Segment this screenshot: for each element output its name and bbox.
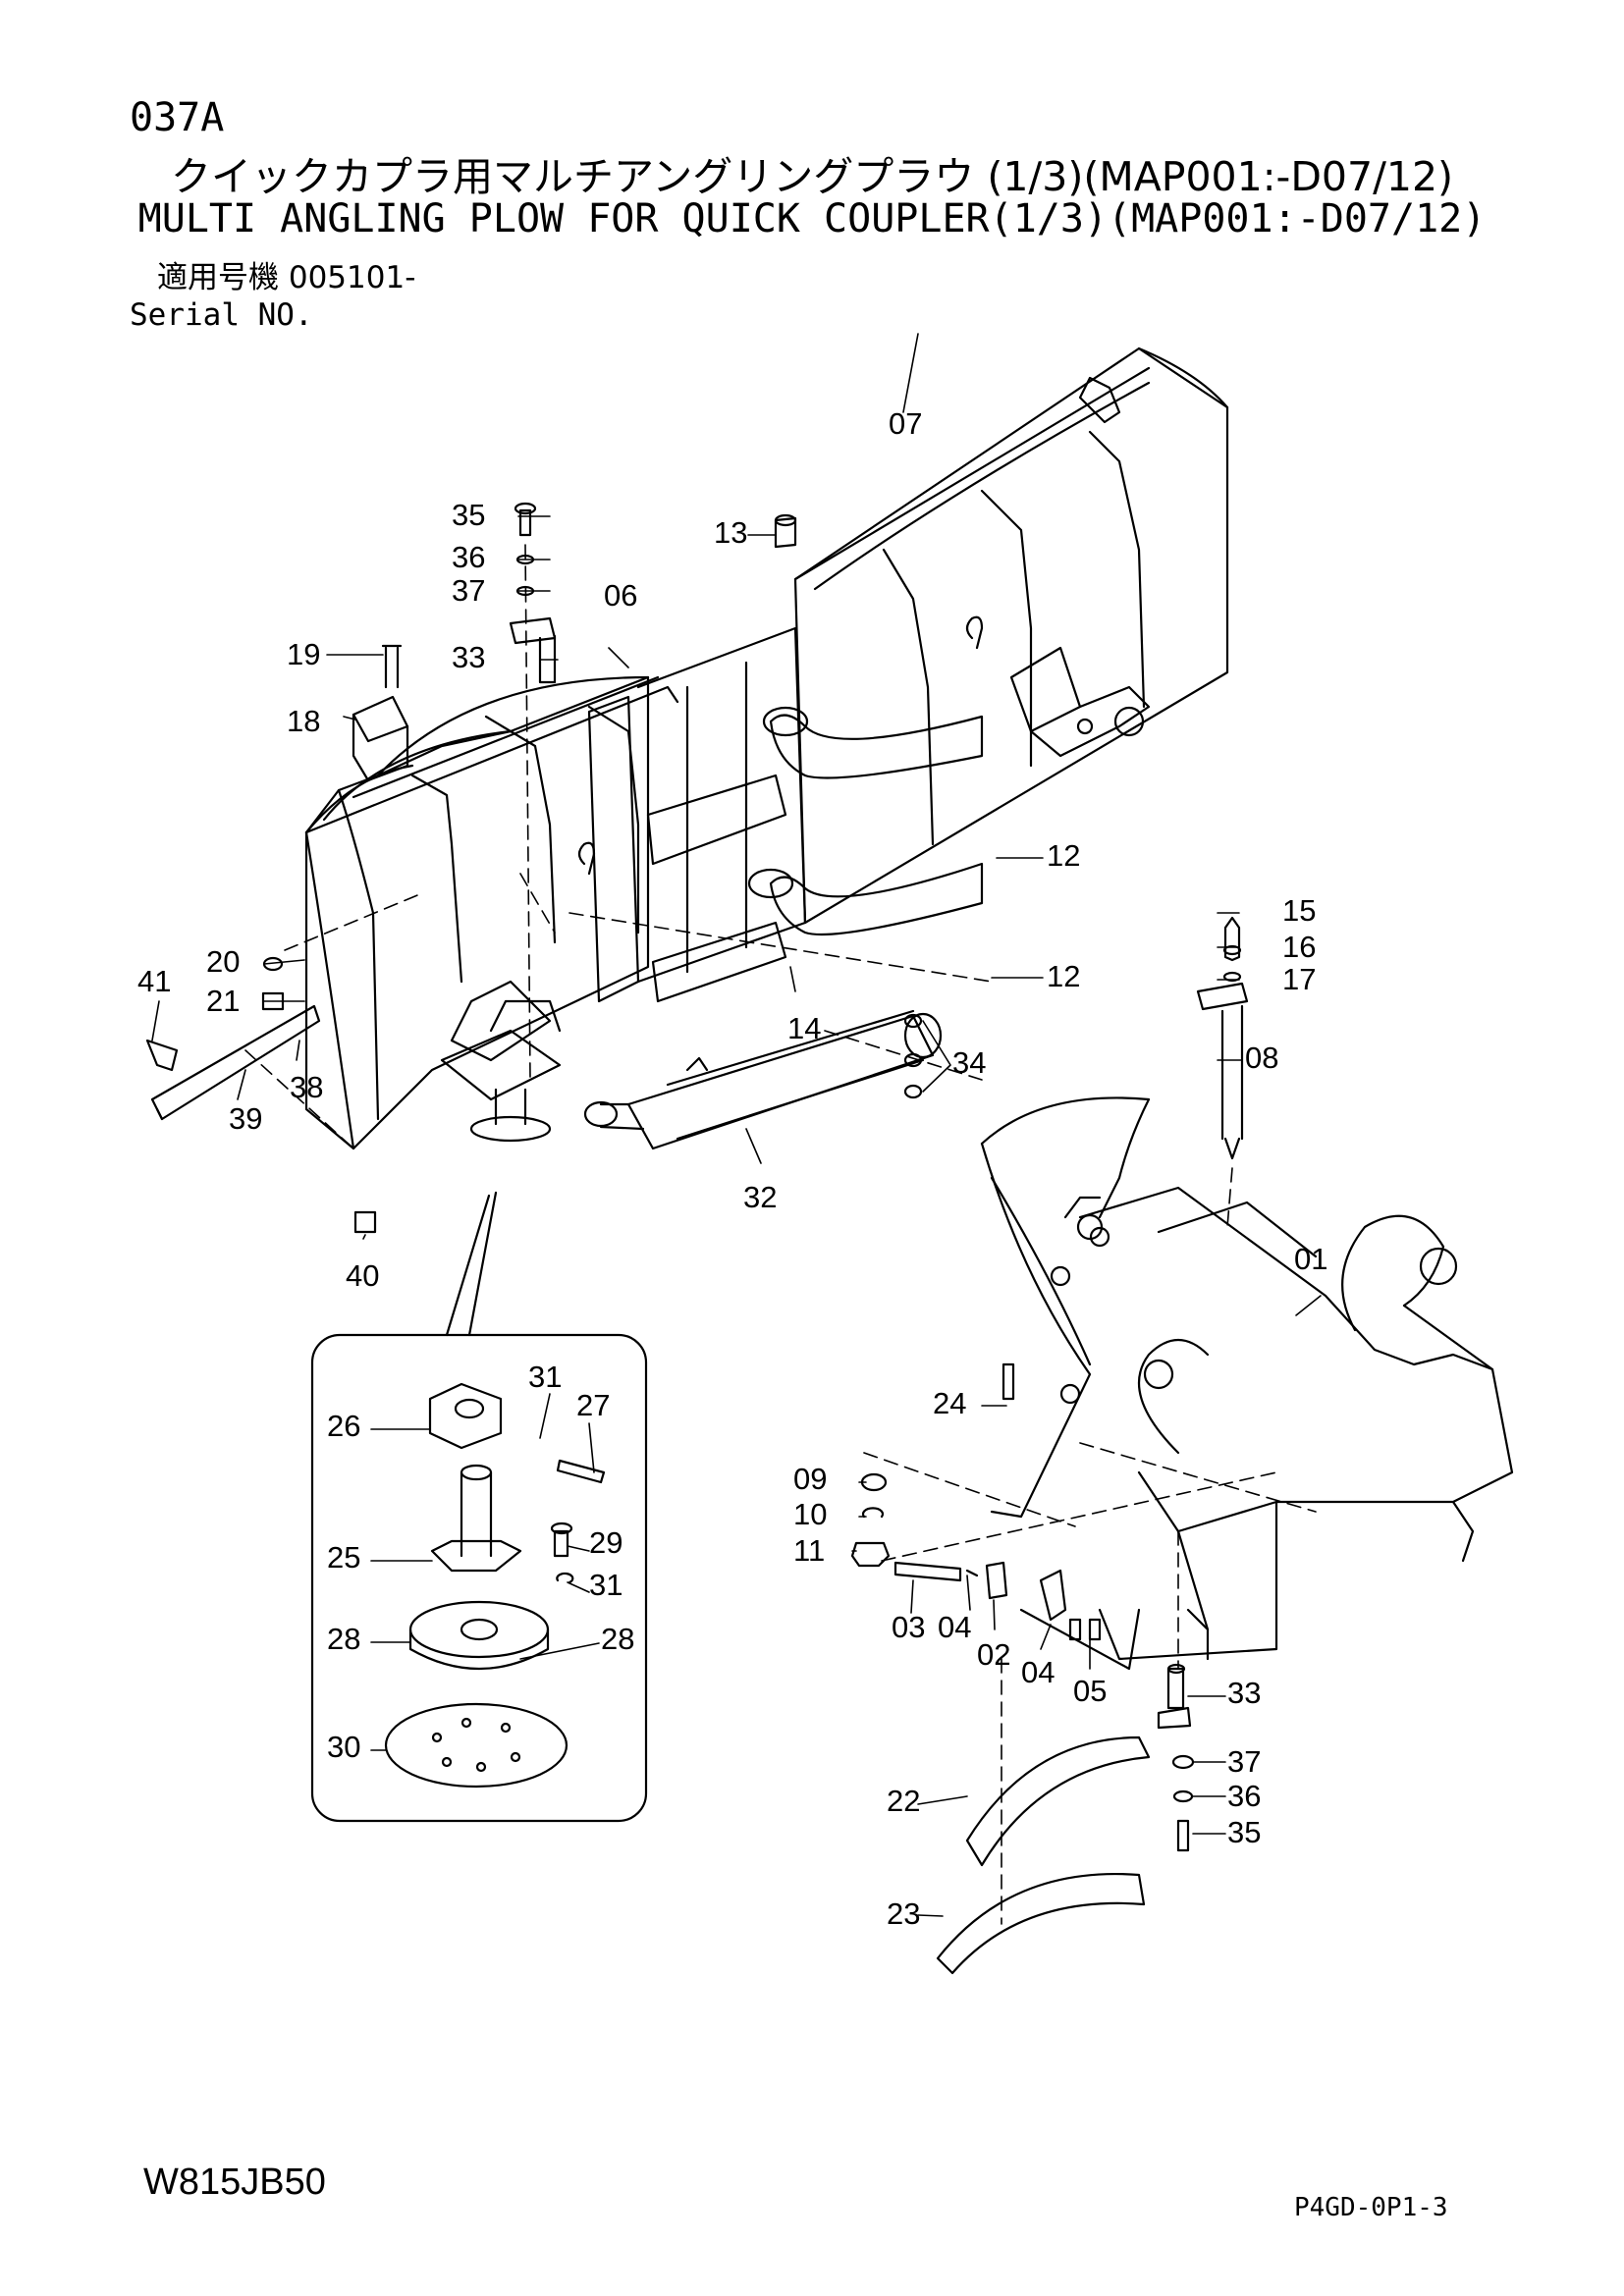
callout-20: 20 bbox=[206, 944, 240, 979]
callout-27: 27 bbox=[576, 1388, 610, 1422]
callout-09: 09 bbox=[793, 1462, 827, 1496]
pin-assembly-drawing bbox=[1196, 916, 1249, 1160]
callout-12-lower: 12 bbox=[1047, 959, 1080, 993]
callout-29: 29 bbox=[589, 1525, 623, 1560]
callout-28-right: 28 bbox=[601, 1622, 634, 1656]
serial-label-japanese: 適用号機 005101- bbox=[157, 260, 416, 295]
callout-26: 26 bbox=[327, 1409, 360, 1443]
plow-blade-drawing bbox=[145, 347, 1229, 1234]
title-english: MULTI ANGLING PLOW FOR QUICK COUPLER(1/3… bbox=[137, 196, 1487, 241]
callout-21: 21 bbox=[206, 984, 240, 1018]
callout-02: 02 bbox=[977, 1637, 1010, 1672]
callout-37-upper: 37 bbox=[452, 573, 485, 608]
callout-36-lower: 36 bbox=[1227, 1779, 1261, 1813]
callout-32: 32 bbox=[743, 1180, 777, 1214]
callout-19: 19 bbox=[287, 637, 320, 671]
callout-04-lower: 04 bbox=[1021, 1655, 1055, 1689]
callout-30: 30 bbox=[327, 1730, 360, 1764]
callout-18: 18 bbox=[287, 704, 320, 738]
serial-label-english: Serial NO. bbox=[130, 297, 313, 333]
callout-31-lower: 31 bbox=[589, 1568, 623, 1602]
callout-34: 34 bbox=[952, 1045, 986, 1080]
callout-23: 23 bbox=[887, 1896, 920, 1931]
callout-15: 15 bbox=[1282, 893, 1316, 928]
callout-35-lower: 35 bbox=[1227, 1815, 1261, 1849]
callout-03: 03 bbox=[892, 1610, 925, 1644]
callout-41: 41 bbox=[137, 964, 171, 998]
callout-12-upper: 12 bbox=[1047, 838, 1080, 873]
callout-13: 13 bbox=[714, 515, 747, 550]
callout-04-upper: 04 bbox=[938, 1610, 971, 1644]
callout-labels: 01 02 03 04 04 05 06 07 08 09 10 11 12 1… bbox=[137, 406, 1327, 1931]
callout-33-lower: 33 bbox=[1227, 1676, 1261, 1710]
callout-10: 10 bbox=[793, 1497, 827, 1531]
callout-14: 14 bbox=[787, 1011, 821, 1045]
callout-08: 08 bbox=[1245, 1041, 1278, 1075]
main-frame-drawing bbox=[850, 1096, 1514, 1975]
page-code: 037A bbox=[130, 95, 225, 140]
callout-39: 39 bbox=[229, 1101, 262, 1136]
callout-22: 22 bbox=[887, 1784, 920, 1818]
leader-lines bbox=[151, 333, 1322, 1917]
callout-38: 38 bbox=[290, 1070, 323, 1104]
model-code: W815JB50 bbox=[143, 2162, 326, 2203]
callout-07: 07 bbox=[889, 406, 922, 441]
callout-35-upper: 35 bbox=[452, 498, 485, 532]
callout-25: 25 bbox=[327, 1540, 360, 1575]
callout-11: 11 bbox=[793, 1533, 825, 1568]
title-japanese: クイックカプラ用マルチアングリングプラウ (1/3)(MAP001:-D07/1… bbox=[170, 153, 1454, 200]
callout-06: 06 bbox=[604, 578, 637, 613]
dashed-guide-lines bbox=[244, 544, 1317, 1925]
drawing-code: P4GD-0P1-3 bbox=[1294, 2193, 1448, 2222]
callout-36-upper: 36 bbox=[452, 540, 485, 574]
detail-inset-box bbox=[310, 1191, 648, 1823]
callout-28-left: 28 bbox=[327, 1622, 360, 1656]
callout-17: 17 bbox=[1282, 962, 1316, 996]
callout-16: 16 bbox=[1282, 930, 1316, 964]
hydraulic-cylinder-drawing bbox=[583, 1009, 943, 1150]
callout-05: 05 bbox=[1073, 1674, 1107, 1708]
callout-24: 24 bbox=[933, 1386, 966, 1420]
callout-33-upper: 33 bbox=[452, 640, 485, 674]
callout-40: 40 bbox=[346, 1258, 379, 1293]
callout-37-lower: 37 bbox=[1227, 1744, 1261, 1779]
callout-01: 01 bbox=[1294, 1242, 1327, 1276]
callout-31-upper: 31 bbox=[528, 1360, 562, 1394]
